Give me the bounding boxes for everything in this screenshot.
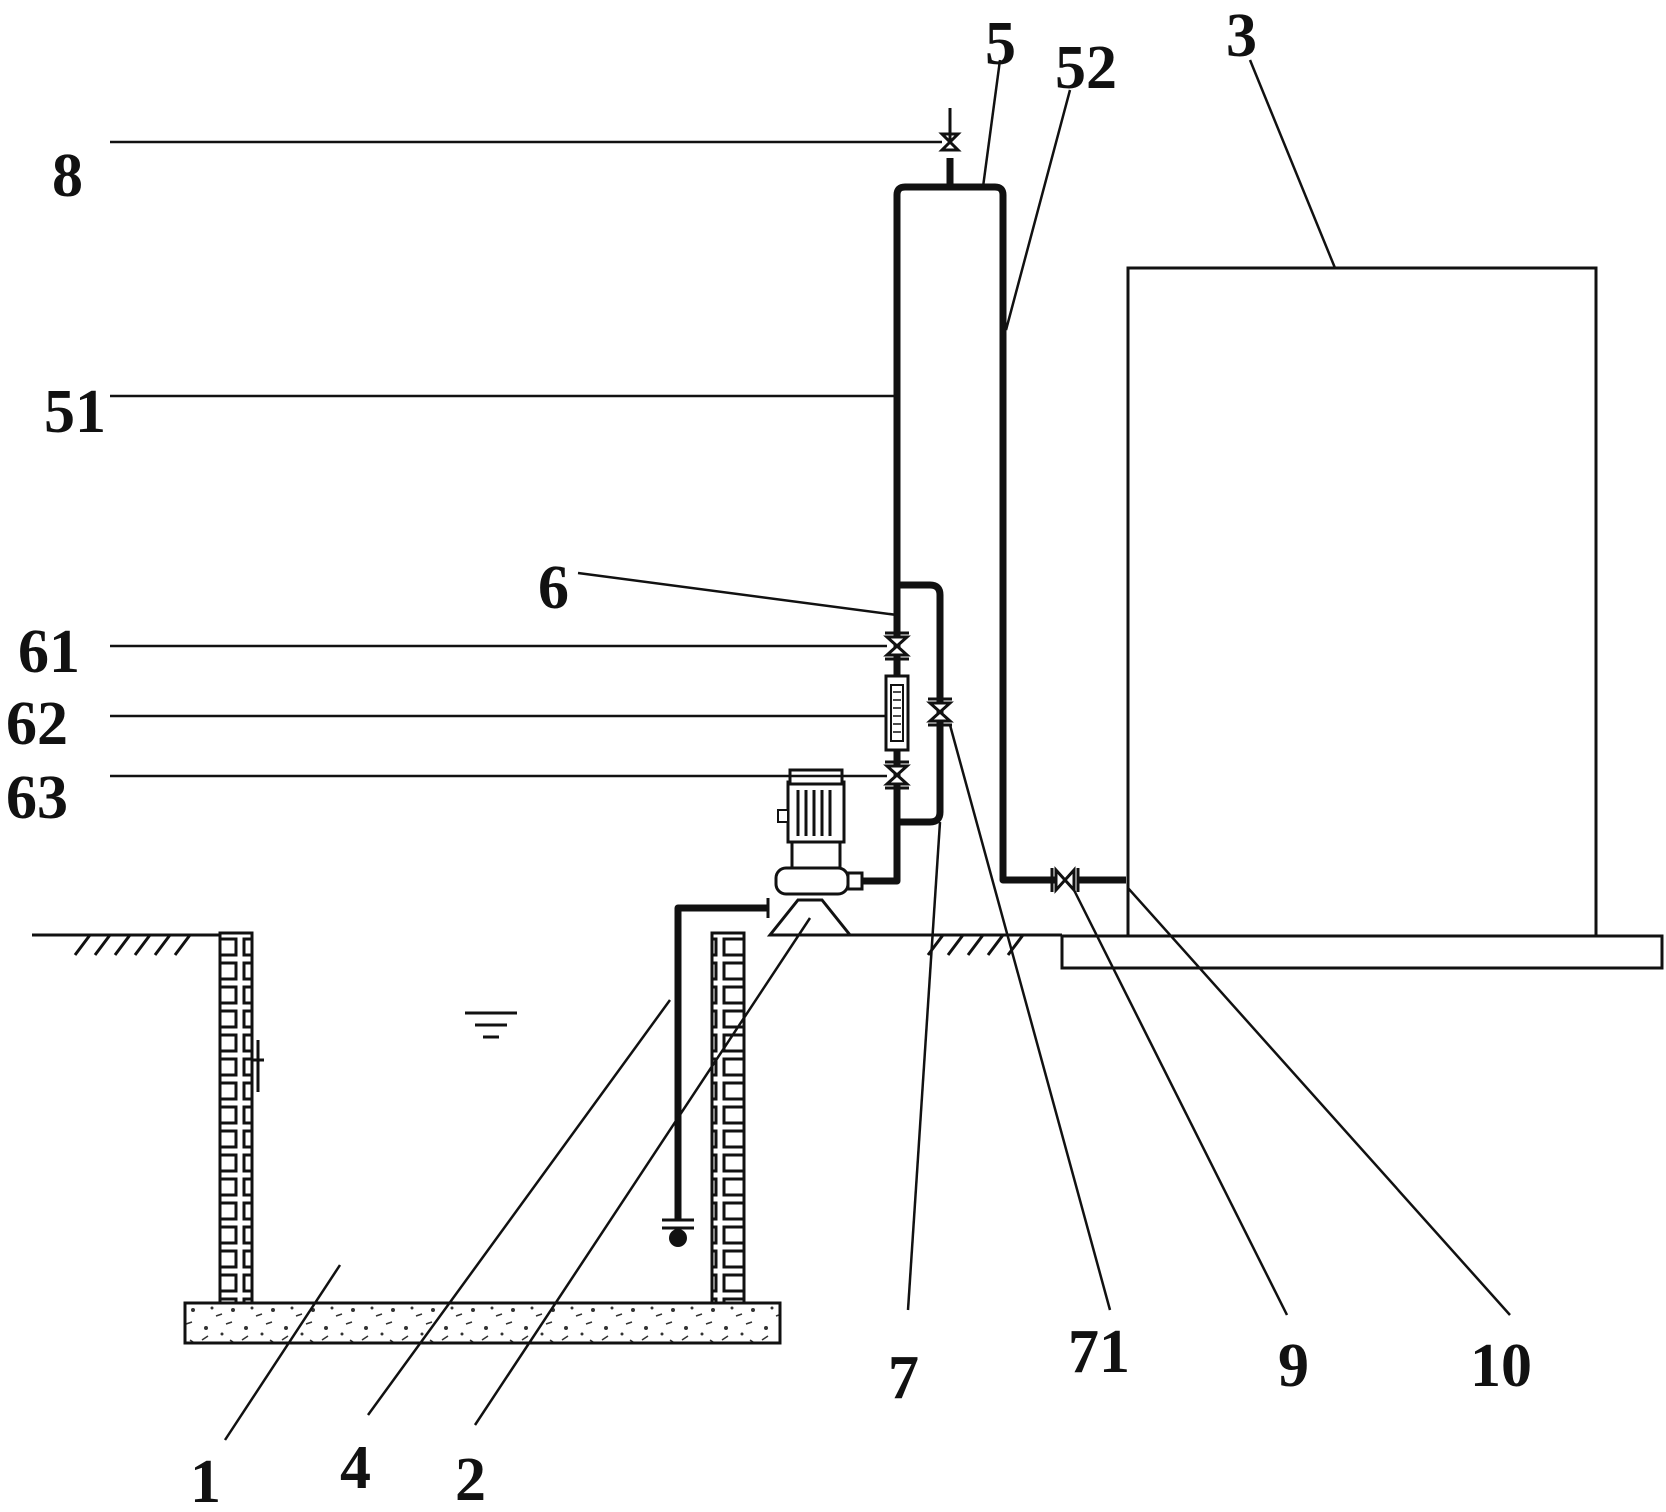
label-10: 10 (1470, 1332, 1532, 1400)
pit-left-brick-wall (218, 931, 254, 1305)
tank-foundation (1060, 934, 1664, 970)
label-2: 2 (455, 1446, 486, 1512)
inlet-valve-9 (1050, 866, 1080, 894)
riser-pipe-ascending-51 (893, 183, 1055, 884)
vent-valve-8 (938, 108, 962, 152)
valve-71 (926, 697, 954, 727)
ground-surface-left (32, 933, 252, 956)
leader-52 (1004, 89, 1072, 331)
label-63: 63 (6, 764, 68, 832)
leader-5 (981, 59, 1002, 188)
level-gauge-mark (252, 1040, 264, 1092)
pump (766, 768, 864, 937)
label-52: 52 (1055, 34, 1117, 102)
pump-discharge-pipe (862, 840, 901, 885)
label-9: 9 (1278, 1332, 1309, 1400)
pit-concrete-floor (183, 1301, 782, 1345)
valve-61 (883, 631, 911, 661)
label-5: 5 (985, 10, 1016, 78)
label-6: 6 (538, 554, 569, 622)
valve-63 (883, 760, 911, 790)
leader-9 (1072, 889, 1289, 1316)
label-61: 61 (18, 618, 80, 686)
leader-1 (223, 1264, 342, 1441)
label-8: 8 (52, 142, 83, 210)
label-4: 4 (340, 1434, 371, 1502)
label-51: 51 (44, 378, 106, 446)
leader-4 (366, 999, 672, 1416)
label-7: 7 (888, 1344, 919, 1412)
leader-10 (1127, 887, 1511, 1316)
leader-71 (948, 724, 1112, 1311)
pit-right-brick-wall (710, 931, 746, 1305)
label-3: 3 (1226, 2, 1257, 70)
leader-2 (473, 917, 812, 1426)
storage-tank-3 (1126, 266, 1598, 938)
leader-3 (1248, 59, 1337, 269)
label-62: 62 (6, 690, 68, 758)
flowmeter-62 (884, 674, 910, 752)
ground-surface-middle (850, 933, 1062, 956)
suction-foot-valve (662, 1218, 694, 1247)
leader-6 (577, 571, 898, 617)
leader-7 (906, 821, 942, 1311)
label-71: 71 (1068, 1318, 1130, 1386)
water-level-symbol (465, 1011, 517, 1039)
label-1: 1 (190, 1448, 221, 1512)
